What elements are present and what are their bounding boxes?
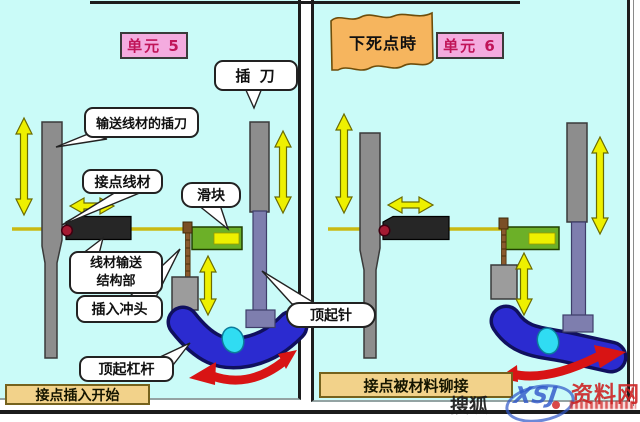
contact-wire-callout-text: 接点线材 [94, 174, 151, 191]
insert-punch-block [171, 276, 199, 311]
lift-pin-callout: 顶起针 [286, 302, 376, 328]
blade-callout: 插 刀 [214, 60, 298, 91]
wire-grip-dot [378, 224, 391, 237]
sohu-watermark-text: 搜狐 [450, 391, 488, 418]
slider-callout-text: 滑块 [197, 188, 225, 204]
insert-blade-bar [249, 121, 270, 213]
up-down-arrow-icon [15, 116, 33, 217]
feed-unit-callout-line2: 结构部 [96, 273, 136, 289]
slider-window [213, 232, 240, 245]
unit6-status-text: 接点被材料铆接 [363, 376, 469, 395]
blade-callout-tail [243, 87, 264, 110]
up-down-arrow-icon [515, 251, 533, 317]
watermark-fineprint-blur [570, 401, 636, 409]
punch-callout: 插入冲头 [76, 295, 163, 323]
wire-grip-dot [60, 224, 74, 237]
lift-pin-column [252, 210, 268, 313]
lift-lever [166, 305, 309, 370]
wire-clamp [498, 217, 509, 230]
contact-wire-callout: 接点线材 [82, 169, 163, 194]
wire-clamp [182, 221, 193, 234]
lift-pin-foot [562, 314, 594, 333]
insert-punch-block [490, 264, 518, 300]
left-right-arrow-icon [386, 195, 435, 215]
unit6-label-text: 单元 6 [443, 37, 497, 55]
unit5-status-text: 接点插入开始 [35, 387, 120, 404]
lift-lever-callout: 顶起杠杆 [79, 356, 174, 382]
vertical-wire-ticks [501, 234, 507, 257]
unit6-status-banner: 接点被材料铆接 [319, 372, 513, 398]
bottom-edge-line [0, 410, 640, 414]
unit6-label: 单元 6 [436, 32, 504, 59]
up-down-arrow-icon [335, 112, 353, 215]
lift-pin-column [570, 221, 587, 317]
flag-label: 下死点時 [335, 27, 431, 57]
unit5-label: 单元 5 [120, 32, 188, 59]
bottom-dead-center-flag [330, 11, 434, 71]
wire-feed-block [382, 215, 450, 241]
slider-window [528, 232, 556, 245]
slider-callout-tail [196, 204, 230, 232]
feed-unit-callout-line1: 线材输送 [89, 255, 142, 271]
rocking-arrow-icon [189, 350, 297, 385]
unit5-status-banner: 接点插入开始 [5, 384, 150, 405]
lift-pin-foot [245, 309, 276, 329]
slider-callout: 滑块 [181, 182, 241, 208]
feed-blade-bar-right [359, 132, 381, 359]
right-outer-line [633, 0, 634, 406]
lift-pin-callout-text: 顶起针 [310, 308, 352, 324]
feed-unit-callout: 线材输送 结构部 [69, 251, 163, 294]
unit5-label-text: 单元 5 [127, 37, 181, 55]
vertical-wire-ticks [185, 239, 191, 272]
blade-callout-text: 插 刀 [235, 67, 277, 85]
rocking-arrow-icon [498, 345, 626, 382]
flag-label-text: 下死点時 [348, 34, 417, 53]
punch-callout-text: 插入冲头 [91, 302, 148, 318]
lift-lever [489, 304, 628, 374]
insert-blade-bar [566, 122, 588, 223]
lift-pin-callout-tail [261, 270, 319, 305]
top-edge-line [90, 1, 520, 4]
feed-blade-callout-text: 输送线材的插刀 [95, 117, 187, 132]
vertical-wire [501, 228, 507, 266]
up-down-arrow-icon [274, 129, 292, 215]
feed-blade-callout: 输送线材的插刀 [84, 107, 199, 138]
up-down-arrow-icon [199, 254, 217, 317]
up-down-arrow-icon [591, 135, 609, 236]
sohu-text: 搜狐 [450, 395, 489, 417]
watermark-logo-dot [552, 401, 560, 409]
lift-lever-callout-text: 顶起杠杆 [98, 362, 155, 378]
feed-blade-bar-left [41, 121, 63, 359]
